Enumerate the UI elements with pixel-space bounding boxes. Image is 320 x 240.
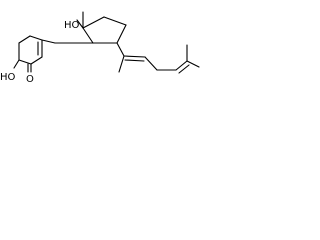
bond-pentane-3 [103, 16, 127, 26]
bond-chain-1 [116, 42, 125, 57]
bond-chain-double-1b [124, 59, 145, 62]
bond-ring-hydroxyl [13, 59, 20, 69]
bond-pentane-1 [82, 27, 94, 44]
bond-pentane-4 [116, 24, 127, 44]
bond-ring-3 [30, 56, 43, 65]
cyclopentane-ring [82, 16, 127, 44]
bond-chain-double-2b [178, 64, 190, 74]
bond-chain-methyl [118, 55, 125, 73]
molecular-structure-diagram: HO O HO [0, 11, 200, 85]
bond-chain-terminal-methyl-2 [186, 60, 200, 68]
bond-ring-4 [18, 59, 32, 65]
bond-chain-2 [144, 56, 158, 71]
bond-chain-double-1 [123, 55, 146, 58]
bond-pentane-2 [82, 16, 105, 29]
label-ring-hydroxyl: HO [0, 72, 16, 83]
bond-chain-double-2 [175, 60, 188, 71]
bond-linker-1 [41, 39, 56, 44]
cyclohexenone-ring [18, 35, 43, 65]
label-tertiary-hydroxyl: HO [64, 20, 80, 31]
side-chain [116, 42, 200, 74]
bond-ring-2 [29, 35, 43, 41]
bond-ring-1 [18, 35, 31, 44]
bond-tertiary-hydroxyl [76, 19, 84, 29]
label-ketone-oxygen: O [26, 74, 34, 85]
